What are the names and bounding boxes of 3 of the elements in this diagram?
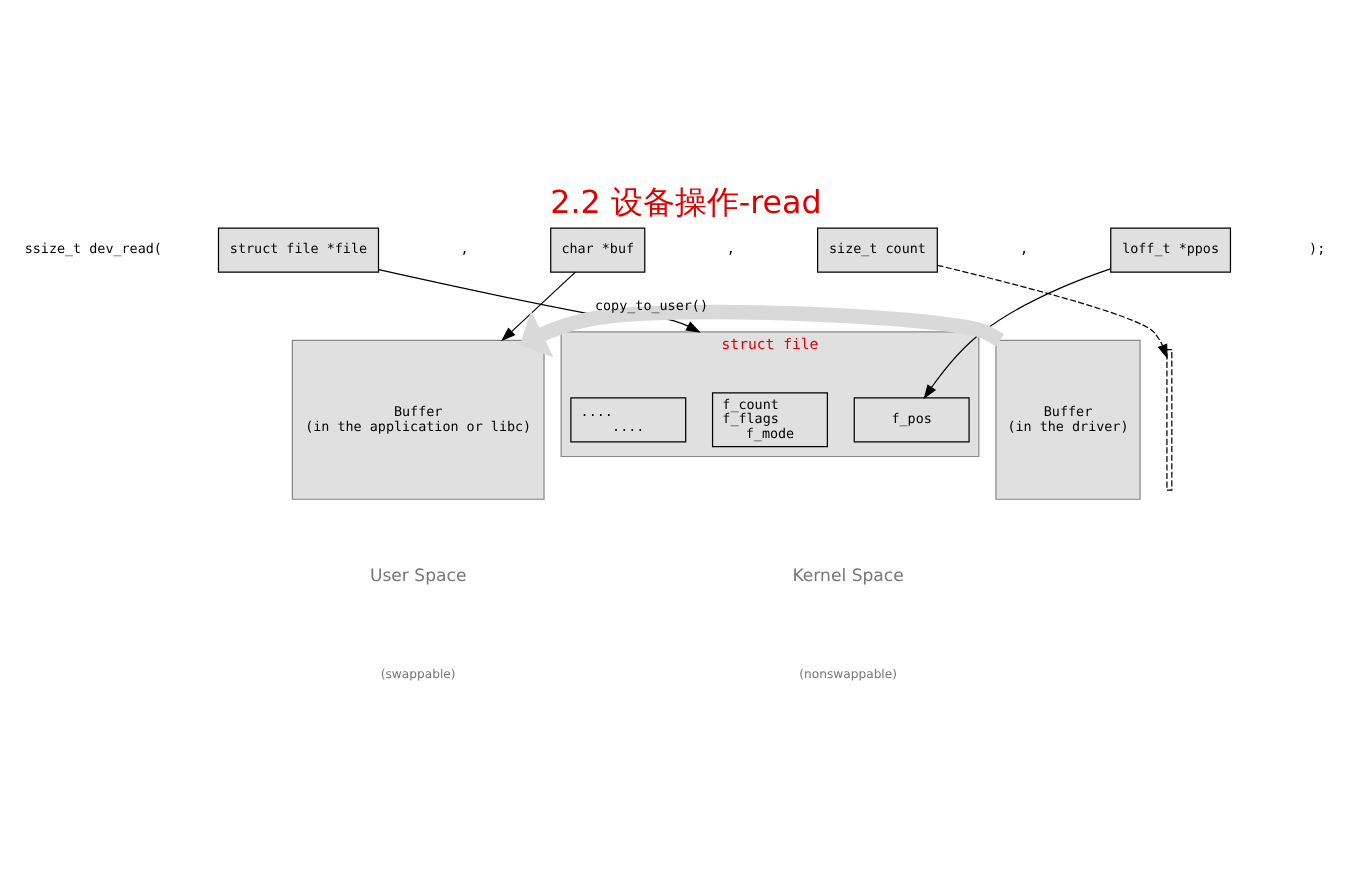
diagram-title: 2.2 设备操作-read bbox=[550, 183, 822, 222]
label: User Space bbox=[369, 566, 467, 587]
label: Kernel Space bbox=[792, 566, 904, 587]
